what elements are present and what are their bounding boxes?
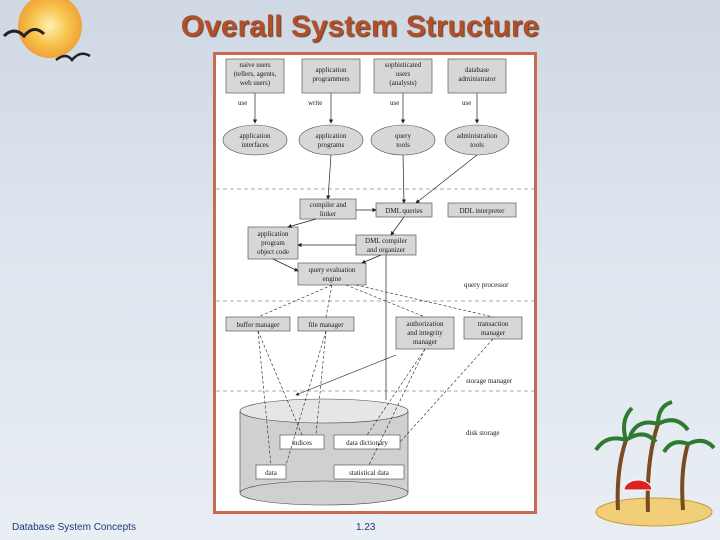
- gull-icon: [2, 28, 46, 39]
- svg-text:application: application: [257, 230, 289, 238]
- svg-text:and integrity: and integrity: [407, 329, 443, 337]
- data-dictionary-box: data dictionary: [333, 434, 401, 450]
- svg-text:interfaces: interfaces: [241, 141, 268, 149]
- dml-queries-box: DML queries: [375, 202, 433, 218]
- svg-text:program: program: [261, 239, 285, 247]
- data-box: data: [255, 464, 287, 480]
- svg-text:engine: engine: [323, 275, 342, 283]
- svg-text:transaction: transaction: [478, 320, 509, 328]
- svg-text:data dictionary: data dictionary: [346, 439, 388, 447]
- svg-text:data: data: [265, 469, 278, 477]
- storage-manager-label: storage manager: [466, 377, 513, 385]
- svg-text:tools: tools: [470, 141, 484, 149]
- object-code-box: application program object code: [247, 226, 299, 260]
- action-label: use: [462, 99, 471, 107]
- slide-title: Overall System Structure: [180, 10, 540, 43]
- tool-app-interfaces: application interfaces: [222, 124, 288, 156]
- tool-admin-tools: administration tools: [444, 124, 510, 156]
- disk-cylinder: [239, 398, 409, 506]
- tool-app-programs: application programs: [298, 124, 364, 156]
- svg-text:tools: tools: [396, 141, 410, 149]
- svg-text:DDL interpreter: DDL interpreter: [459, 207, 505, 215]
- svg-text:programmers: programmers: [312, 75, 350, 83]
- svg-text:(tellers, agents,: (tellers, agents,: [234, 70, 277, 78]
- svg-text:DML compiler: DML compiler: [365, 237, 408, 245]
- sun-logo-icon: [2, 0, 91, 63]
- disk-storage-label: disk storage: [466, 429, 500, 437]
- svg-text:linker: linker: [320, 210, 337, 218]
- svg-text:database: database: [465, 66, 489, 74]
- action-label: use: [238, 99, 247, 107]
- svg-text:(analysts): (analysts): [389, 79, 417, 87]
- svg-text:compiler and: compiler and: [310, 201, 347, 209]
- file-manager-box: file manager: [297, 316, 355, 332]
- svg-text:administrator: administrator: [458, 75, 496, 83]
- compiler-linker-box: compiler and linker: [299, 198, 357, 220]
- transaction-manager-box: transaction manager: [463, 316, 523, 340]
- svg-text:query: query: [395, 132, 411, 140]
- system-structure-diagram: naive users (tellers, agents, web users)…: [216, 58, 534, 506]
- action-label: use: [390, 99, 399, 107]
- palm-island-icon: [594, 400, 716, 527]
- tool-query-tools: query tools: [370, 124, 436, 156]
- svg-text:web users): web users): [240, 79, 271, 87]
- buffer-manager-box: buffer manager: [225, 316, 291, 332]
- svg-text:authorization: authorization: [407, 320, 444, 328]
- svg-text:statistical data: statistical data: [349, 469, 390, 477]
- svg-text:file manager: file manager: [308, 321, 344, 329]
- user-naive: naive users (tellers, agents, web users): [225, 58, 285, 94]
- diagram-frame: naive users (tellers, agents, web users)…: [213, 52, 537, 514]
- ddl-interpreter-box: DDL interpreter: [447, 202, 517, 218]
- svg-text:manager: manager: [481, 329, 506, 337]
- svg-text:application: application: [315, 66, 347, 74]
- query-processor-label: query processor: [464, 281, 509, 289]
- user-sophisticated: sophisticated users (analysts): [373, 58, 433, 94]
- svg-text:application: application: [315, 132, 347, 140]
- svg-text:programs: programs: [318, 141, 345, 149]
- svg-text:indices: indices: [292, 439, 312, 447]
- svg-text:object code: object code: [257, 248, 289, 256]
- indices-box: indices: [279, 434, 325, 450]
- svg-text:administration: administration: [457, 132, 498, 140]
- dml-compiler-box: DML compiler and organizer: [355, 234, 417, 256]
- svg-text:users: users: [396, 70, 411, 78]
- svg-text:DML queries: DML queries: [385, 207, 423, 215]
- footer-page-number: 1.23: [356, 522, 376, 533]
- svg-text:manager: manager: [413, 338, 438, 346]
- svg-text:buffer manager: buffer manager: [237, 321, 280, 329]
- svg-text:naive users: naive users: [239, 61, 271, 69]
- user-programmers: application programmers: [301, 58, 361, 94]
- auth-integrity-manager-box: authorization and integrity manager: [395, 316, 455, 350]
- svg-text:sophisticated: sophisticated: [385, 61, 422, 69]
- svg-text:and organizer: and organizer: [367, 246, 406, 254]
- action-label: write: [308, 99, 322, 107]
- svg-text:query evaluation: query evaluation: [309, 266, 356, 274]
- user-dba: database administrator: [447, 58, 507, 94]
- svg-text:application: application: [239, 132, 271, 140]
- statistical-data-box: statistical data: [333, 464, 405, 480]
- umbrella-icon: [623, 479, 653, 491]
- footer-book-title: Database System Concepts: [12, 522, 136, 533]
- query-evaluation-engine-box: query evaluation engine: [297, 262, 367, 286]
